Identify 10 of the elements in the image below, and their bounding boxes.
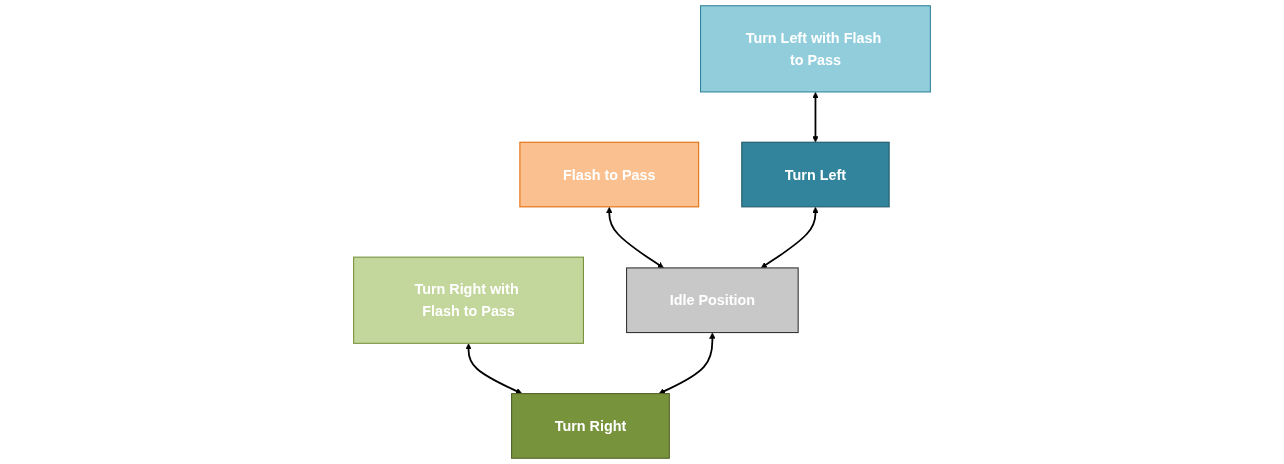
arrow — [760, 206, 819, 269]
node-box: Turn Right with Flash to Pass — [353, 256, 584, 344]
node-box: Turn Right — [511, 393, 670, 459]
arrow — [658, 332, 716, 395]
arrow — [812, 91, 819, 143]
arrow — [465, 343, 523, 395]
arrow — [606, 206, 664, 269]
node-box: Turn Left — [741, 141, 890, 208]
node-box: Flash to Pass — [519, 141, 700, 208]
node-box: Turn Left with Flash to Pass — [700, 5, 931, 93]
